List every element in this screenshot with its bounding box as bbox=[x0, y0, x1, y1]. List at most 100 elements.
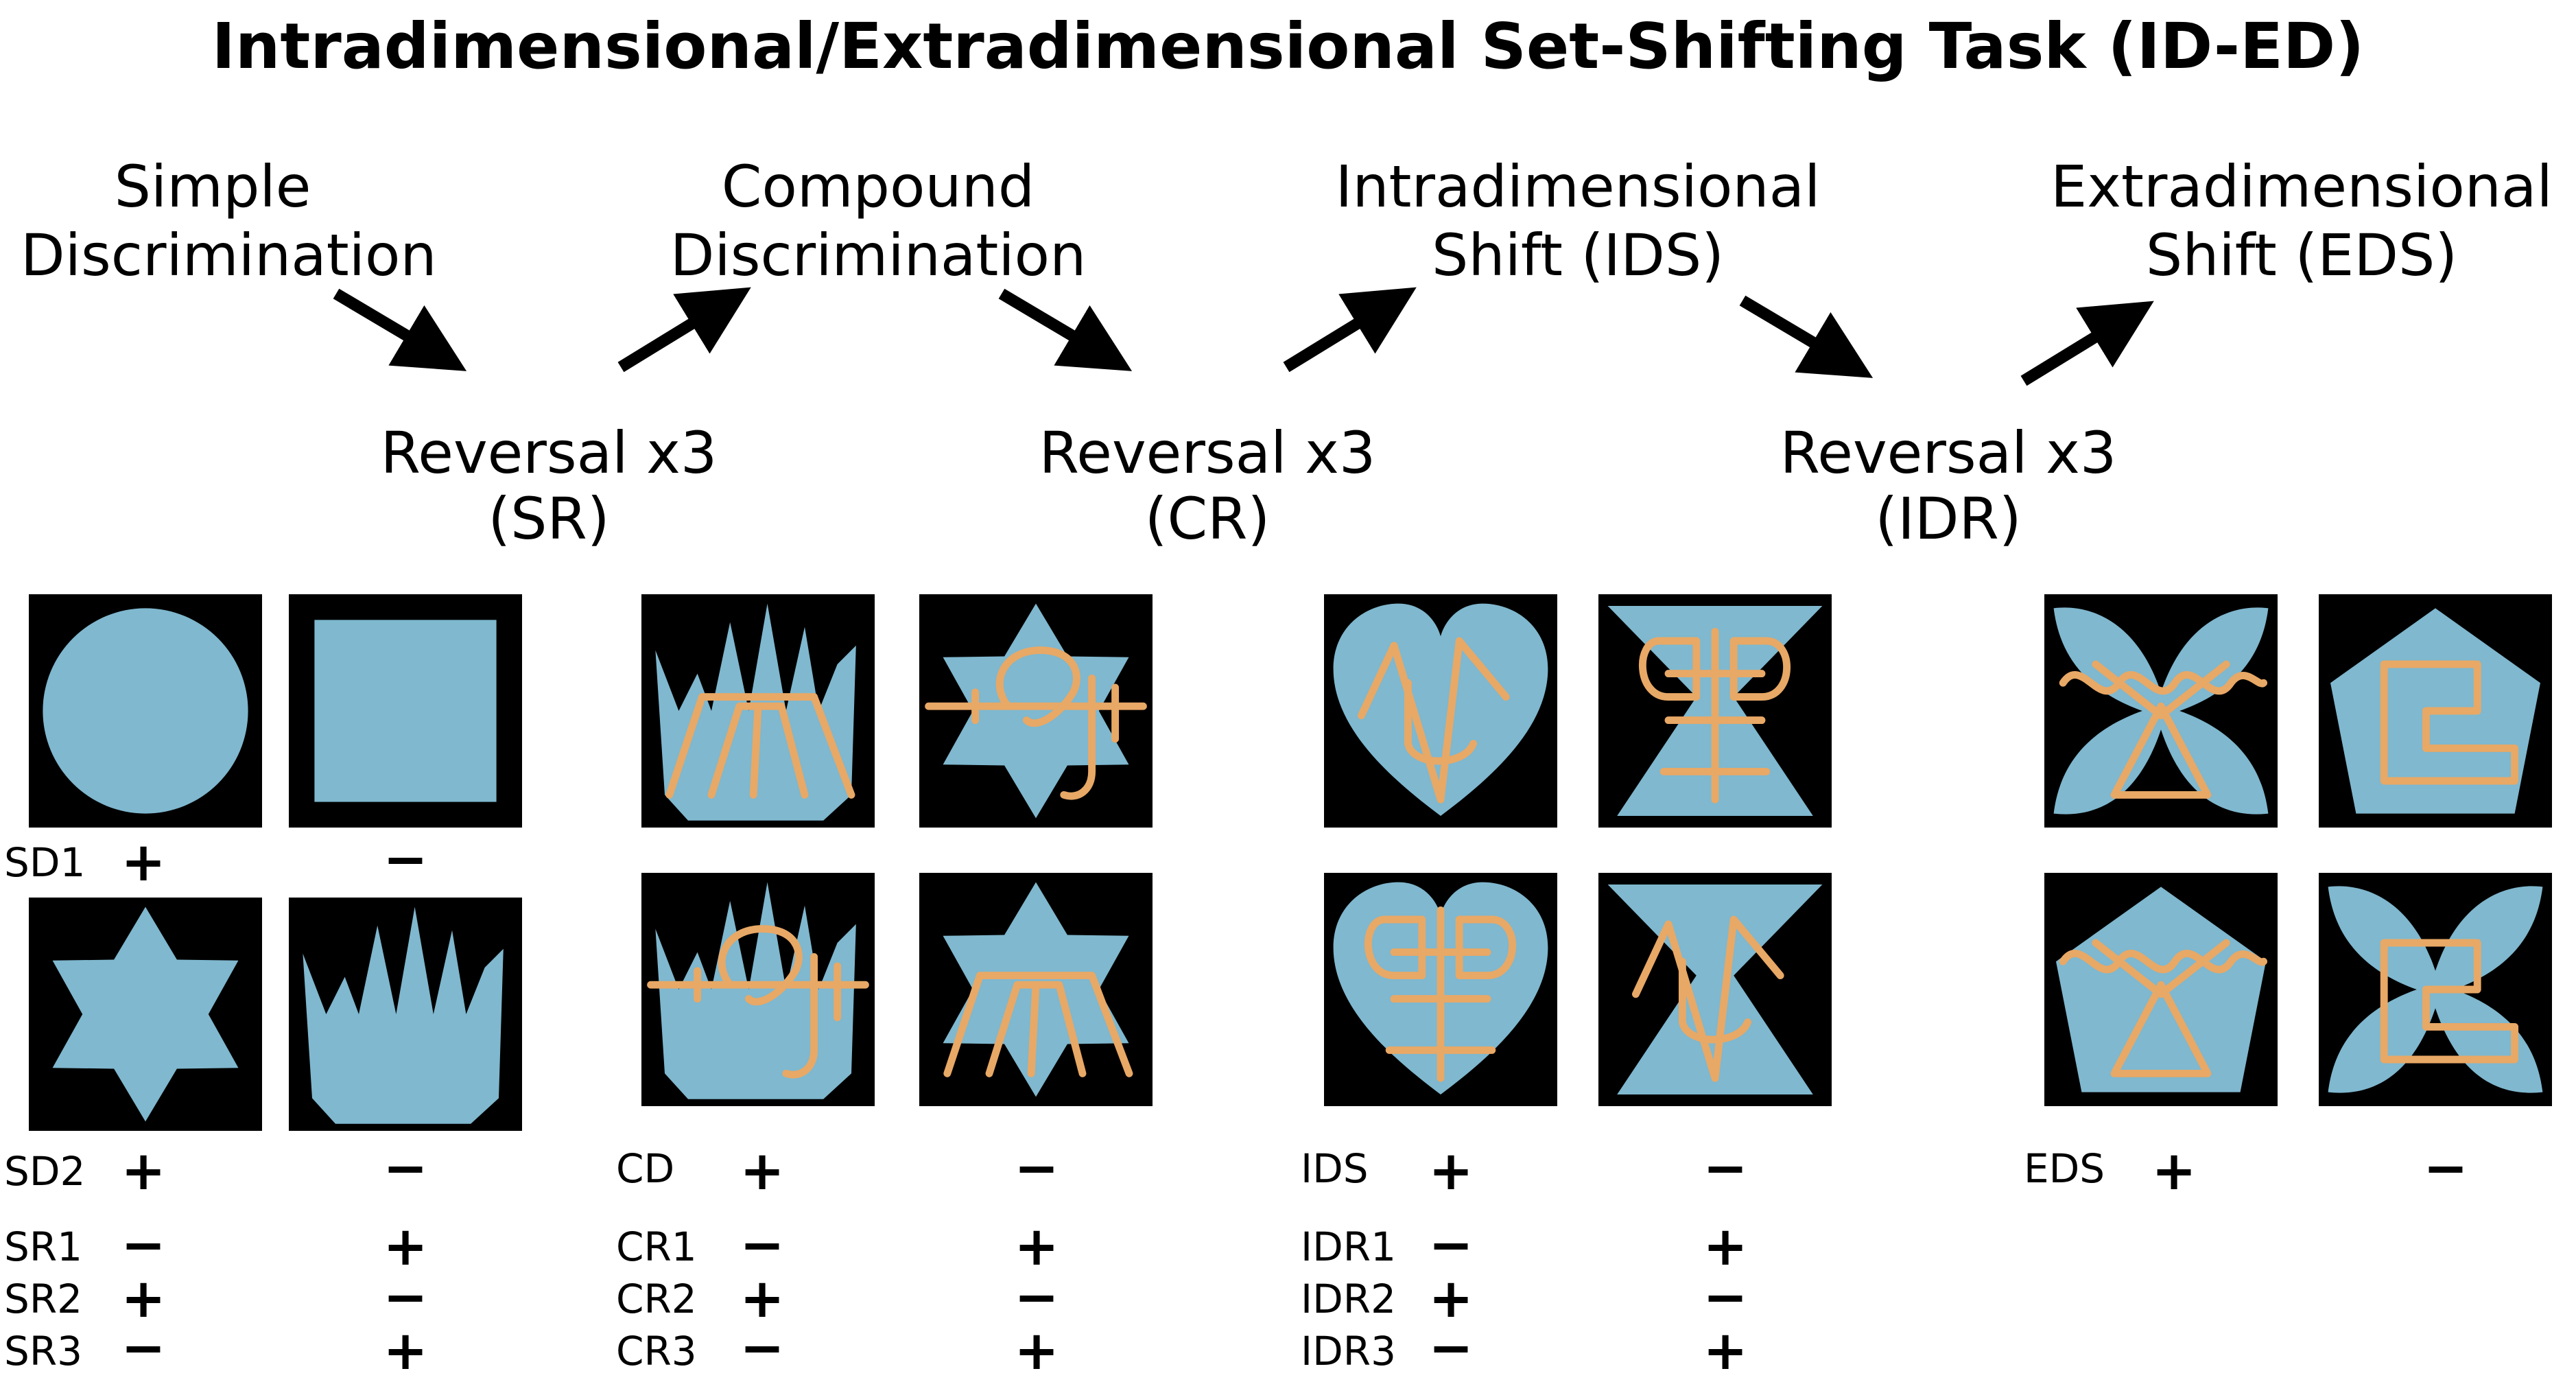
wave-triangle-line bbox=[2059, 671, 2268, 695]
wave-triangle-line bbox=[2059, 950, 2268, 974]
sign-cr2-right: − bbox=[1014, 1267, 1059, 1328]
vee-line bbox=[1404, 679, 1478, 765]
trial-label-sr1: SR1 bbox=[4, 1223, 83, 1270]
stage-line2: Discrimination bbox=[21, 222, 437, 289]
stage-line1: Compound bbox=[721, 153, 1035, 220]
arrow-cd-to-cr bbox=[998, 288, 1133, 371]
sign-sd2-right: − bbox=[383, 1138, 428, 1199]
stimulus-tile bbox=[2319, 594, 2552, 828]
tile-shape bbox=[52, 906, 239, 1122]
stimulus-tile bbox=[29, 898, 262, 1131]
cross-bar-line bbox=[1729, 637, 1791, 701]
cross-bar-line bbox=[1364, 915, 1426, 980]
zigzag-line bbox=[943, 972, 1133, 1077]
sign-sr2-left: + bbox=[121, 1268, 166, 1330]
trial-label-cr2: CR2 bbox=[616, 1276, 697, 1322]
wave-triangle-line bbox=[2110, 702, 2212, 799]
stimulus-tile bbox=[2319, 873, 2552, 1106]
arrow-idr-to-eds bbox=[2020, 301, 2154, 386]
arrow-ids-to-idr bbox=[1739, 295, 1874, 378]
sign-cr1-right: + bbox=[1014, 1216, 1059, 1278]
arrow-sd-to-sr bbox=[333, 288, 467, 371]
tile-line bbox=[2380, 660, 2519, 785]
stimulus-tile bbox=[289, 594, 522, 828]
stimulus-tile bbox=[919, 873, 1153, 1106]
stimulus-tile bbox=[2044, 873, 2278, 1106]
sign-sd2-left: + bbox=[121, 1140, 166, 1202]
sign-cd-right: − bbox=[1014, 1138, 1059, 1199]
sign-idr1-right: + bbox=[1703, 1216, 1748, 1278]
tile-shape bbox=[303, 906, 504, 1124]
reversal-sr: Reversal x3 (SR) bbox=[329, 420, 768, 552]
stage-line1: Simple bbox=[114, 153, 311, 220]
sign-idr1-left: − bbox=[1428, 1215, 1474, 1276]
sign-idr3-right: + bbox=[1703, 1320, 1748, 1382]
tile-line bbox=[2059, 939, 2268, 1077]
cross-bar-line bbox=[1638, 637, 1701, 701]
stimulus-tile bbox=[2044, 594, 2278, 828]
trial-label-sr2: SR2 bbox=[4, 1276, 83, 1322]
vee-line bbox=[1357, 637, 1510, 804]
sign-sr1-left: − bbox=[121, 1215, 166, 1276]
sign-eds-left: + bbox=[2151, 1140, 2197, 1202]
sign-cd-left: + bbox=[740, 1140, 785, 1202]
reversal-idr: Reversal x3 (IDR) bbox=[1729, 420, 2168, 552]
trial-label-sr3: SR3 bbox=[4, 1328, 83, 1374]
flow-arrows bbox=[333, 287, 2154, 386]
sign-idr2-left: + bbox=[1428, 1268, 1474, 1330]
tile-line bbox=[665, 693, 855, 799]
sign-sr3-right: + bbox=[383, 1320, 428, 1382]
sign-sr2-right: − bbox=[383, 1267, 428, 1328]
sign-sr1-right: + bbox=[383, 1216, 428, 1278]
square-shape bbox=[314, 620, 497, 802]
sign-cr1-left: − bbox=[740, 1215, 785, 1276]
tile-line bbox=[925, 646, 1147, 800]
tile-shape bbox=[314, 620, 497, 802]
trial-label-idr3: IDR3 bbox=[1301, 1328, 1396, 1374]
stimulus-tile bbox=[289, 898, 522, 1131]
zigzag-line bbox=[665, 693, 855, 799]
tile-shape bbox=[43, 608, 248, 814]
meander-line bbox=[2380, 939, 2519, 1064]
loop-cross-line bbox=[995, 646, 1080, 727]
crown-shape bbox=[303, 906, 504, 1124]
vee-line bbox=[1631, 915, 1784, 1082]
circle-shape bbox=[43, 608, 248, 814]
trial-label-cr3: CR3 bbox=[616, 1328, 697, 1374]
stage-simple-discrimination: Simple Discrimination bbox=[21, 152, 437, 290]
stimulus-tile bbox=[1324, 594, 1557, 828]
sign-ids-left: + bbox=[1428, 1140, 1474, 1202]
loop-cross-line bbox=[782, 952, 818, 1079]
reversal-line1: Reversal x3 bbox=[1039, 419, 1376, 487]
tile-line bbox=[647, 925, 869, 1079]
loop-cross-line bbox=[718, 925, 803, 1006]
stage-line2: Shift (EDS) bbox=[2145, 222, 2458, 289]
reversal-line2: (SR) bbox=[488, 485, 610, 552]
tile-line bbox=[1638, 627, 1791, 804]
reversal-cr: Reversal x3 (CR) bbox=[988, 420, 1427, 552]
stimulus-tile bbox=[1598, 873, 1832, 1106]
tile-line bbox=[943, 972, 1133, 1077]
wave-triangle-line bbox=[2110, 981, 2212, 1077]
stage-compound-discrimination: Compound Discrimination bbox=[659, 152, 1098, 290]
reversal-line2: (IDR) bbox=[1875, 485, 2022, 552]
trial-label-sd1: SD1 bbox=[4, 839, 86, 886]
stimulus-tile bbox=[29, 594, 262, 828]
stimulus-tile bbox=[919, 594, 1153, 828]
stage-line1: Intradimensional bbox=[1335, 153, 1821, 220]
stimulus-tile bbox=[641, 873, 875, 1106]
figure-title: Intradimensional/Extradimensional Set-Sh… bbox=[211, 10, 2365, 83]
sign-eds-right: − bbox=[2423, 1138, 2468, 1199]
stage-extradimensional-shift: Extradimensional Shift (EDS) bbox=[2031, 152, 2573, 290]
star-shape bbox=[52, 906, 239, 1122]
tile-shape bbox=[655, 882, 856, 1099]
trial-label-sd2: SD2 bbox=[4, 1148, 86, 1195]
trial-label-idr2: IDR2 bbox=[1301, 1276, 1396, 1322]
sign-cr2-left: + bbox=[740, 1268, 785, 1330]
sign-cr3-right: + bbox=[1014, 1320, 1059, 1382]
zigzag-line bbox=[749, 702, 762, 799]
stimulus-tile bbox=[1598, 594, 1832, 828]
sign-sd1-left: + bbox=[121, 832, 166, 893]
stage-line1: Extradimensional bbox=[2051, 153, 2553, 220]
arrow-sr-to-cd bbox=[617, 287, 751, 373]
